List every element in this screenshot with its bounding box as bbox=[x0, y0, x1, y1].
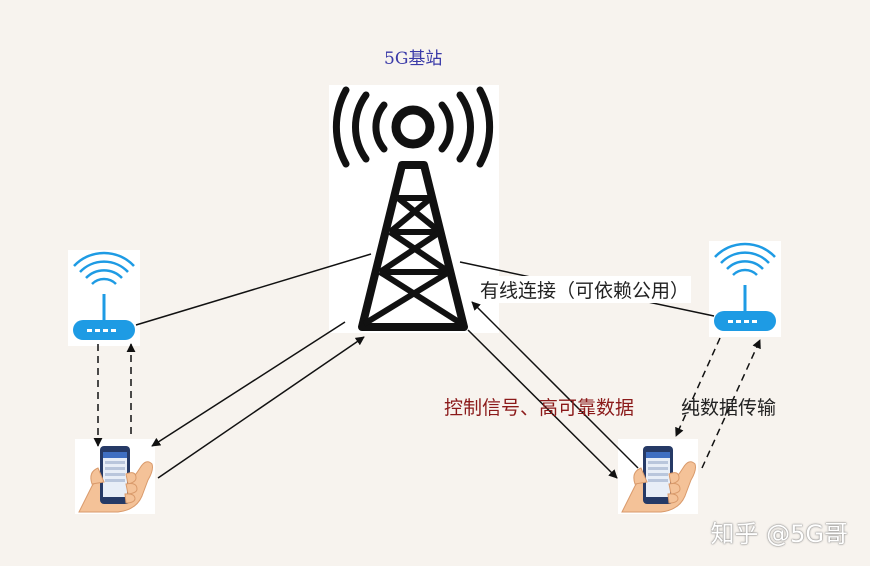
control-signal-label: 控制信号、高可靠数据 bbox=[444, 397, 635, 419]
phone-right-icon bbox=[617, 438, 699, 515]
wifi-router-left-icon bbox=[68, 250, 140, 346]
arrow-tower-to-right-phone bbox=[467, 329, 618, 479]
dashed-right-router-to-phone bbox=[675, 337, 721, 437]
arrow-right-phone-to-tower bbox=[471, 301, 639, 469]
arrow-left-phone-to-tower bbox=[157, 336, 365, 479]
wifi-router-right-icon bbox=[709, 241, 781, 337]
phone-left-icon bbox=[74, 438, 156, 515]
watermark: 知乎 @5G哥 bbox=[710, 520, 849, 548]
wired-link-label: 有线连接（可依赖公用） bbox=[478, 276, 692, 303]
arrow-tower-to-left-phone bbox=[151, 321, 346, 447]
base-station-tower-icon bbox=[329, 85, 499, 333]
wired-link-left bbox=[135, 253, 372, 326]
base-station-title: 5G基站 bbox=[384, 49, 443, 69]
pure-data-label: 纯数据传输 bbox=[681, 397, 777, 419]
